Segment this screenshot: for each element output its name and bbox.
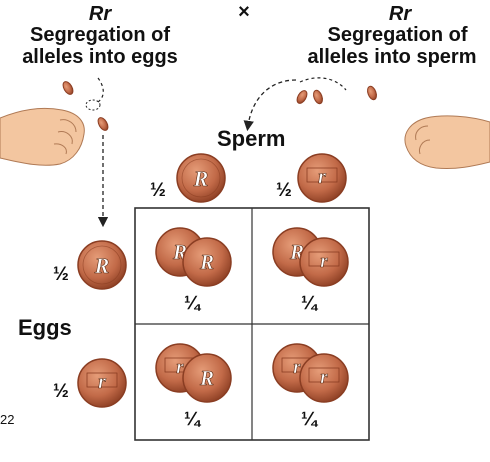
sperm-fraction-R: ½ bbox=[150, 180, 166, 201]
punnett-grid bbox=[134, 207, 370, 441]
cell-fraction-rr: ¼ bbox=[301, 409, 317, 430]
cell-fraction-Rr-top: ¼ bbox=[301, 293, 317, 314]
left-hand-icon bbox=[0, 107, 85, 166]
tossed-coins-eggs bbox=[62, 77, 109, 131]
egg-coin-R: R bbox=[77, 240, 127, 290]
cell-coins-Rr: R r bbox=[272, 227, 349, 287]
svg-text:r: r bbox=[320, 251, 328, 272]
eggs-label: Eggs bbox=[18, 315, 72, 340]
cell-coins-rR: r R bbox=[155, 343, 232, 403]
svg-text:r: r bbox=[320, 367, 328, 388]
left-parent-genotype: Rr bbox=[88, 3, 112, 25]
left-parent-caption-line1: Segregation of bbox=[29, 24, 170, 46]
svg-text:R: R bbox=[199, 366, 214, 390]
sperm-coin-r: r bbox=[297, 153, 347, 203]
cell-fraction-RR: ¼ bbox=[184, 293, 200, 314]
svg-text:r: r bbox=[176, 357, 184, 378]
right-parent-genotype: Rr bbox=[388, 3, 412, 25]
sperm-toss-arrow bbox=[243, 79, 297, 132]
right-hand-icon bbox=[404, 115, 490, 169]
right-parent-caption-line2: alleles into sperm bbox=[307, 46, 477, 68]
egg-coin-r: r bbox=[77, 358, 127, 408]
coin-letter-r: r bbox=[318, 166, 326, 188]
left-parent-caption-line2: alleles into eggs bbox=[22, 46, 178, 68]
egg-fraction-R: ½ bbox=[53, 264, 69, 285]
egg-fraction-r: ½ bbox=[53, 381, 69, 402]
sperm-fraction-r: ½ bbox=[276, 180, 292, 201]
svg-text:R: R bbox=[199, 250, 214, 274]
cross-symbol: × bbox=[238, 1, 250, 23]
tossed-coins-sperm bbox=[296, 77, 377, 105]
coin-letter-R: R bbox=[94, 253, 110, 278]
cell-coins-RR: R R bbox=[155, 227, 232, 287]
coin-letter-r: r bbox=[98, 371, 106, 393]
cell-fraction-rR-bottom: ¼ bbox=[184, 409, 200, 430]
coin-letter-R: R bbox=[193, 166, 209, 191]
cell-coins-rr: r r bbox=[272, 343, 349, 403]
sperm-coin-R: R bbox=[176, 153, 226, 203]
page-number: 22 bbox=[0, 412, 15, 427]
right-parent-caption-line1: Segregation of bbox=[327, 24, 468, 46]
svg-text:r: r bbox=[293, 357, 301, 378]
